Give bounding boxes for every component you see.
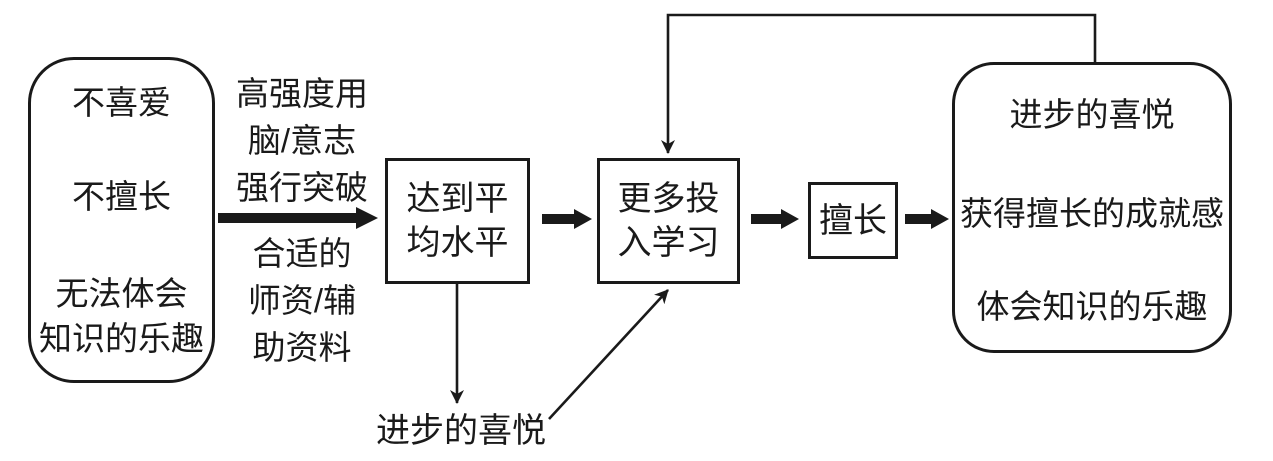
reach-average-line: 达到平 — [406, 180, 509, 218]
support-method-line: 合适的 — [252, 235, 352, 272]
breakthrough-arrow — [218, 207, 378, 229]
invest-more-line: 入学习 — [617, 224, 720, 262]
breakthrough-method-line: 脑/意志 — [247, 122, 357, 159]
outcome-line: 获得擅长的成就感 — [960, 195, 1224, 232]
outcome-line: 体会知识的乐趣 — [976, 288, 1208, 325]
breakthrough-method-line: 高强度用 — [236, 75, 368, 112]
outcome-line: 进步的喜悦 — [1009, 96, 1175, 133]
support-method-label: 合适的 师资/辅 助资料 — [210, 230, 394, 371]
invest-to-skilled-arrow — [751, 209, 799, 229]
invest-more-box: 更多投 入学习 — [597, 158, 740, 284]
outcome-feedback-loop-arrow — [661, 13, 1097, 154]
breakthrough-method-label: 高强度用 脑/意志 强行突破 — [210, 70, 394, 211]
support-method-line: 师资/辅 — [247, 282, 357, 319]
start-state-line: 无法体会 — [55, 275, 188, 312]
joy-to-invest-arrow — [548, 289, 669, 420]
positive-outcome-box: 进步的喜悦 获得擅长的成就感 体会知识的乐趣 — [952, 62, 1232, 353]
reach-average-line: 均水平 — [406, 224, 509, 262]
skilled-label: 擅长 — [819, 201, 887, 240]
joy-of-progress-label: 进步的喜悦 — [376, 412, 546, 450]
average-to-invest-arrow — [542, 209, 592, 229]
reach-average-box: 达到平 均水平 — [385, 158, 530, 284]
skilled-box: 擅长 — [808, 182, 898, 259]
start-state-box: 不喜爱 不擅长 无法体会 知识的乐趣 — [28, 57, 215, 383]
skilled-to-outcome-arrow — [905, 209, 949, 229]
breakthrough-method-line: 强行突破 — [236, 169, 368, 206]
start-state-line: 不擅长 — [72, 178, 171, 215]
start-state-line: 知识的乐趣 — [39, 320, 204, 357]
support-method-line: 助资料 — [252, 329, 352, 366]
start-state-line: 不喜爱 — [72, 84, 171, 121]
invest-more-line: 更多投 — [617, 180, 720, 218]
